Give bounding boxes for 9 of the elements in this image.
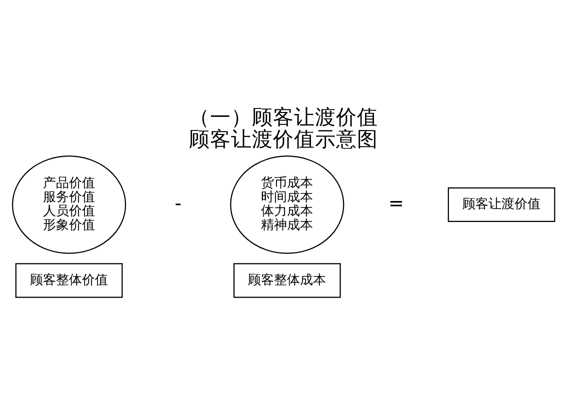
node-box: 顾客让渡价值 bbox=[448, 186, 556, 222]
label: - bbox=[174, 192, 182, 214]
node-box: 顾客整体成本 bbox=[233, 262, 341, 298]
node-ellipse: 产品价值 服务价值 人员价值 形象价值 bbox=[12, 155, 126, 254]
caption: 顾客让渡价值示意图 bbox=[189, 126, 378, 151]
diagram-title: （一）顾客让渡价值 bbox=[189, 104, 378, 128]
label: = bbox=[388, 192, 404, 214]
node-ellipse: 货币成本 时间成本 体力成本 精神成本 bbox=[230, 155, 344, 254]
node-box: 顾客整体价值 bbox=[15, 262, 123, 298]
